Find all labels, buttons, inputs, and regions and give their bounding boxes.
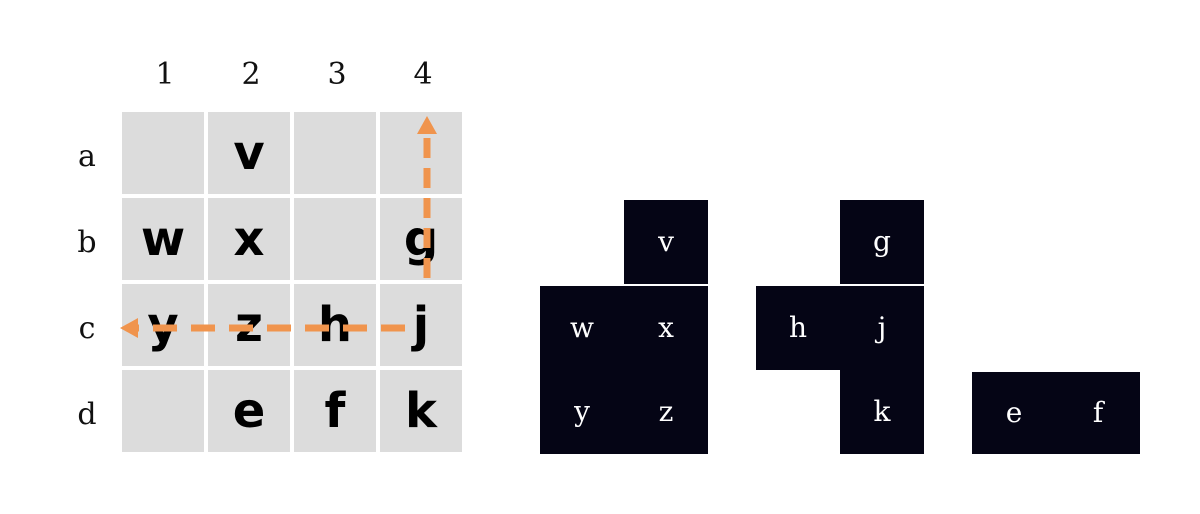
piece-block-w: w <box>540 286 624 370</box>
grid-cell-d4: k <box>380 370 462 452</box>
piece-block-f: f <box>1056 372 1140 454</box>
column-label-2: 2 <box>241 57 261 92</box>
grid-cell-d1 <box>122 370 204 452</box>
piece-block-h: h <box>756 286 840 370</box>
row-label-b: b <box>77 225 97 260</box>
piece-block-z: z <box>624 370 708 454</box>
grid-cell-a2: v <box>208 112 290 194</box>
piece-block-j: j <box>840 286 924 370</box>
row-label-d: d <box>77 397 97 432</box>
grid-cell-b4: g <box>380 198 462 280</box>
grid-cell-b2: x <box>208 198 290 280</box>
column-label-3: 3 <box>327 57 347 92</box>
grid-cell-c2: z <box>208 284 290 366</box>
grid-cell-a3 <box>294 112 376 194</box>
grid-cell-a4 <box>380 112 462 194</box>
grid-cell-c3: h <box>294 284 376 366</box>
piece-block-k: k <box>840 370 924 454</box>
piece-block-x: x <box>624 286 708 370</box>
grid-cell-c1: y <box>122 284 204 366</box>
row-label-c: c <box>78 311 96 346</box>
column-label-4: 4 <box>413 57 433 92</box>
piece-block-v: v <box>624 200 708 284</box>
grid-cell-b3 <box>294 198 376 280</box>
column-label-1: 1 <box>155 57 175 92</box>
row-label-a: a <box>78 139 96 174</box>
piece-block-y: y <box>540 370 624 454</box>
piece-block-e: e <box>972 372 1056 454</box>
grid-cell-c4: j <box>380 284 462 366</box>
grid-cell-a1 <box>122 112 204 194</box>
piece-block-g: g <box>840 200 924 284</box>
grid-cell-d3: f <box>294 370 376 452</box>
grid-cell-b1: w <box>122 198 204 280</box>
grid-cell-d2: e <box>208 370 290 452</box>
